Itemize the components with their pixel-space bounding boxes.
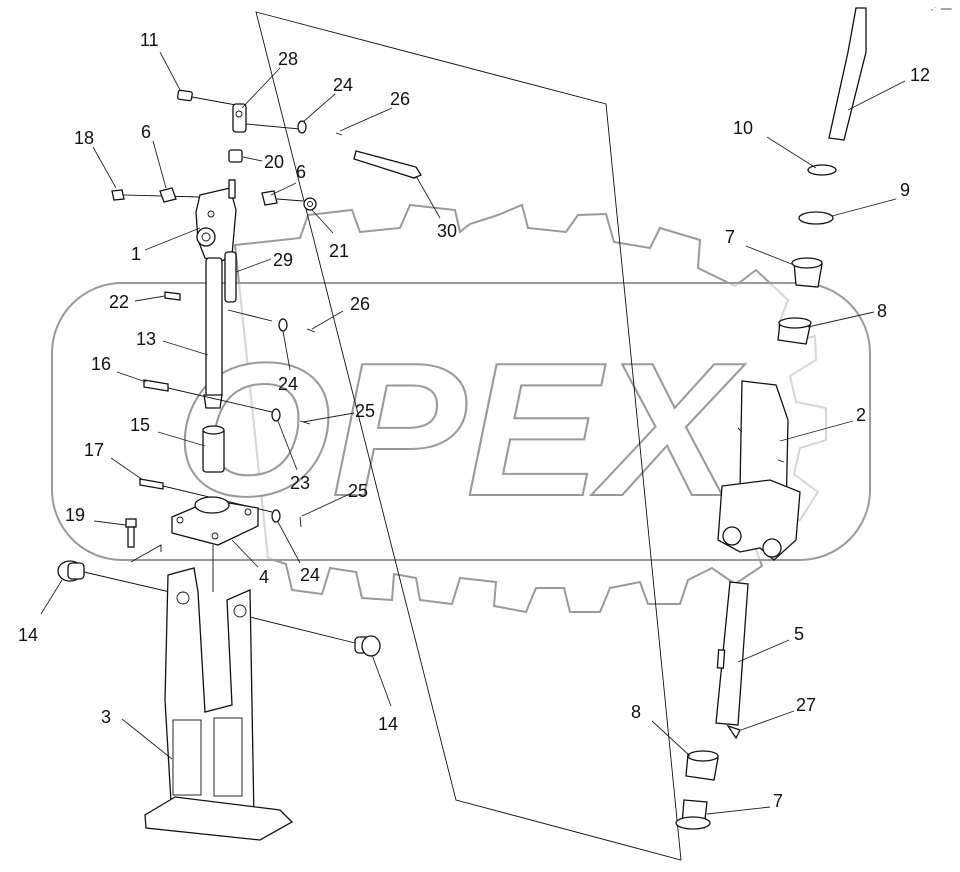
part-8-bearing-bottom: [685, 750, 719, 781]
callout-8: 8: [877, 301, 887, 321]
callout-24: 24: [300, 565, 320, 585]
part-8-bearing-top: [777, 317, 812, 345]
callout-24: 24: [333, 75, 353, 95]
callout-25: 25: [355, 401, 375, 421]
part-14-plug-left: [57, 560, 171, 593]
callout-10: 10: [733, 118, 753, 138]
callout-23: 23: [290, 473, 310, 493]
callout-25: 25: [348, 481, 368, 501]
part-12-steering-shaft: [828, 7, 867, 141]
callout-16: 16: [91, 354, 111, 374]
part-28-clevis: [232, 103, 247, 133]
callout-labels: 11 28 24 26 18 6 20 6 21 30 1 29 22 26 1…: [18, 30, 930, 811]
callout-4: 4: [259, 567, 269, 587]
part-14-plug-right: [245, 615, 381, 657]
part-23-washer: [271, 408, 281, 422]
part-13-shaft: [203, 257, 223, 409]
column-frame: [255, 11, 682, 861]
callout-12: 12: [910, 65, 930, 85]
part-6-nut-left: [159, 187, 177, 203]
part-7-bushing-bottom: [675, 799, 711, 830]
part-26-split-pin-mid: [306, 328, 316, 333]
part-22-pin: [164, 291, 181, 301]
callout-21: 21: [329, 241, 349, 261]
callout-1: 1: [131, 244, 141, 264]
part-5-shaft: [715, 581, 749, 726]
callout-7: 7: [773, 791, 783, 811]
callout-2: 2: [856, 405, 866, 425]
watermark-band: [51, 282, 871, 561]
part-11-pin: [176, 89, 237, 106]
callout-24: 24: [278, 374, 298, 394]
part-24-washer-low: [271, 509, 281, 523]
callout-9: 9: [900, 180, 910, 200]
callout-3: 3: [101, 707, 111, 727]
callout-26: 26: [350, 294, 370, 314]
callout-28: 28: [278, 49, 298, 69]
leader-lines: [40, 51, 906, 815]
part-9-washer: [798, 211, 834, 225]
part-21-nut: [303, 197, 317, 211]
part-7-bushing-top: [791, 257, 823, 288]
part-25-split-pin-low: [299, 516, 302, 528]
part-16-pin: [143, 379, 273, 413]
callout-6: 6: [296, 162, 306, 182]
callout-30: 30: [437, 221, 457, 241]
part-27-key: [726, 724, 741, 740]
part-1-universal-joint: [195, 179, 237, 263]
part-25-split-pin-mid: [299, 420, 311, 425]
callout-19: 19: [65, 505, 85, 525]
part-10-washer: [807, 164, 837, 176]
callout-7: 7: [725, 227, 735, 247]
callout-6: 6: [141, 122, 151, 142]
part-24-washer-mid: [278, 318, 288, 332]
callout-14: 14: [18, 625, 38, 645]
part-18-bolt: [111, 189, 201, 201]
part-20-bushing: [228, 149, 243, 163]
callout-18: 18: [74, 128, 94, 148]
callout-27: 27: [796, 695, 816, 715]
part-19-bolt: [125, 518, 162, 563]
callout-22: 22: [109, 292, 129, 312]
part-2-column-housing: [717, 380, 801, 561]
part-4-flange-base: [171, 496, 259, 546]
callout-13: 13: [136, 329, 156, 349]
part-30-rod: [353, 150, 422, 179]
part-3-pedestal: [144, 567, 294, 841]
callout-11: 11: [140, 30, 159, 50]
part-24-washer-top: [297, 120, 307, 134]
corner-mark: ₒ⁻ ═══: [930, 6, 952, 13]
callout-15: 15: [130, 415, 150, 435]
watermark-text: OPEX: [175, 324, 746, 536]
callout-20: 20: [264, 152, 284, 172]
part-15-sleeve: [202, 425, 225, 473]
part-6-nut-right: [261, 190, 304, 206]
part-26-split-pin-top: [335, 132, 343, 136]
part-29-lever: [224, 251, 273, 322]
callout-8: 8: [631, 702, 641, 722]
callout-14: 14: [378, 714, 398, 734]
callout-29: 29: [273, 250, 293, 270]
callout-17: 17: [84, 440, 104, 460]
callout-5: 5: [794, 624, 804, 644]
callout-26: 26: [390, 89, 410, 109]
